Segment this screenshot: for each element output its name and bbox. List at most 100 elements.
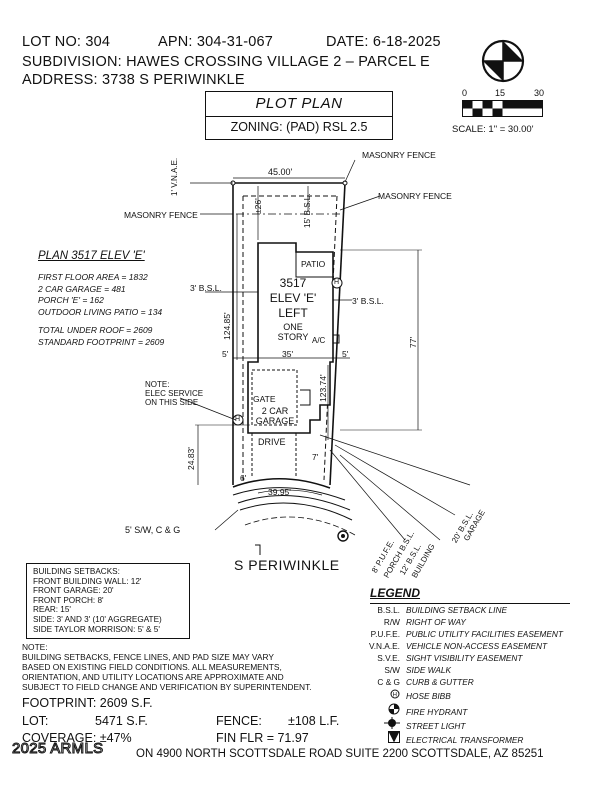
legend-value: PUBLIC UTILITY FACILITIES EASEMENT — [406, 629, 563, 639]
setback-line: FRONT BUILDING WALL: 12' — [33, 576, 142, 586]
legend-value: BUILDING SETBACK LINE — [406, 605, 507, 615]
legend-value: RIGHT OF WAY — [406, 617, 466, 627]
masonry-fence-label: MASONRY FENCE — [362, 150, 436, 160]
north-arrow-icon — [481, 39, 525, 83]
setbacks-box: BUILDING SETBACKS: FRONT BUILDING WALL: … — [26, 563, 190, 639]
patio-label: PATIO — [301, 259, 326, 269]
legend-row: ELECTRICAL TRANSFORMER — [340, 731, 523, 745]
legend-key: H — [340, 689, 400, 701]
street-name: S PERIWINKLE — [234, 557, 340, 573]
legend-value: SIGHT VISIBILITY EASEMENT — [406, 653, 523, 663]
masonry-fence-label: MASONRY FENCE — [378, 191, 452, 201]
coverage-label: COVERAGE: ±47% — [22, 731, 132, 745]
setbacks-text: BUILDING SETBACKS: FRONT BUILDING WALL: … — [27, 564, 189, 634]
masonry-fence-label: MASONRY FENCE — [124, 210, 198, 220]
legend-title: LEGEND — [370, 586, 421, 600]
garage-label: GARAGE — [255, 416, 295, 426]
plan-info-line: OUTDOOR LIVING PATIO = 134 — [38, 306, 163, 317]
garage-label: 2 CAR — [261, 406, 289, 416]
six-dim: 6' — [240, 473, 247, 483]
hose-bibb-icon: H — [390, 689, 400, 699]
curb-line — [239, 502, 353, 521]
title-box: PLOT PLAN — [205, 91, 393, 117]
house-story-label: ONE — [283, 322, 303, 332]
setback-line: SIDE: 3' AND 3' (10' AGGREGATE) — [33, 614, 162, 624]
legend-key: P.U.F.E. — [370, 629, 400, 639]
hose-bibb-icon — [331, 277, 343, 289]
setback-line: SIDE TAYLOR MORRISON: 5' & 5' — [33, 624, 160, 634]
legend-row: FIRE HYDRANT — [340, 703, 467, 717]
elec-note-line: ELEC SERVICE — [145, 389, 204, 398]
sidewalk-line-1 — [232, 487, 346, 501]
scale-tick-15: 15 — [495, 88, 506, 98]
legend-row: P.U.F.E. PUBLIC UTILITY FACILITIES EASEME… — [340, 629, 563, 639]
legend-value: HOSE BIBB — [406, 691, 451, 701]
plan-info-total: TOTAL UNDER ROOF = 2609 — [38, 325, 153, 335]
front-dim: 24.83' — [186, 447, 196, 470]
setback-line: FRONT GARAGE: 20' — [33, 586, 114, 596]
subdivision: SUBDIVISION: HAWES CROSSING VILLAGE 2 – … — [22, 54, 430, 70]
fire-hydrant-icon — [255, 544, 261, 555]
hose-bibb-label: H — [334, 279, 340, 286]
legend-key: V.N.A.E. — [368, 641, 400, 651]
drive-label: DRIVE — [258, 437, 286, 447]
legend-key: S/W — [384, 665, 400, 675]
electrical-transformer-icon — [388, 731, 400, 743]
note-line: BUILDING SETBACKS, FENCE LINES, AND PAD … — [22, 652, 274, 662]
plan-info-lines: FIRST FLOOR AREA = 1832 2 CAR GARAGE = 4… — [38, 272, 162, 318]
legend-row: STREET LIGHT — [340, 717, 465, 731]
watermark: 2025 ARMLS — [11, 740, 104, 758]
scale-label: SCALE: 1" = 30.00' — [452, 124, 534, 135]
address: ADDRESS: 3738 S PERIWINKLE — [22, 72, 245, 88]
note-line: ORIENTATION, AND UTILITY LOCATIONS ARE A… — [22, 672, 284, 682]
fence-label: FENCE: — [216, 714, 262, 728]
scale-tick-30: 30 — [534, 88, 545, 98]
note-line: BASED ON EXISTING FIELD CONDITIONS. ALL … — [22, 662, 282, 672]
sidewalk-label: 5' S/W, C & G — [125, 525, 181, 535]
rear-setback-dim: ±26' — [253, 198, 263, 214]
note-title: NOTE: — [22, 642, 48, 652]
house-story-label: STORY — [277, 332, 309, 342]
house-hand-label: LEFT — [278, 306, 308, 320]
lot-depth-left: 124.85' — [222, 312, 232, 340]
legend-key: B.S.L. — [377, 605, 400, 615]
legend-key: R/W — [383, 617, 400, 627]
scale-tick-0: 0 — [462, 88, 468, 98]
legend-key: S.V.E. — [377, 653, 400, 663]
setback-line: REAR: 15' — [33, 605, 71, 615]
legend-row: B.S.L. BUILDING SETBACK LINE — [340, 605, 507, 615]
builder-address: ON 4900 NORTH SCOTTSDALE ROAD SUITE 2200… — [136, 748, 544, 760]
elec-note-line: NOTE: — [145, 380, 170, 389]
lot-area-label: LOT: — [22, 714, 49, 728]
lot-area-value: 5471 S.F. — [95, 714, 148, 728]
right-bsl-label: 3' B.S.L. — [352, 296, 384, 306]
garage-outline — [251, 369, 298, 426]
legend-value: FIRE HYDRANT — [406, 707, 468, 717]
elec-note: NOTE: ELEC SERVICE ON THIS SIDE — [145, 380, 203, 407]
plan-info-totals: TOTAL UNDER ROOF = 2609 STANDARD FOOTPRI… — [38, 325, 164, 348]
apn: APN: 304-31-067 — [158, 34, 274, 50]
vnae-label: 1' V.N.A.E. — [170, 157, 179, 196]
house-depth-dim: 77' — [408, 336, 418, 348]
legend-key — [340, 717, 400, 731]
setback-line: FRONT PORCH: 8' — [33, 595, 104, 605]
zoning-box: ZONING: (PAD) RSL 2.5 — [205, 116, 393, 140]
plan-info-line: FIRST FLOOR AREA = 1832 — [38, 272, 148, 282]
legend-row: H HOSE BIBB — [340, 689, 451, 701]
legend-key — [340, 703, 400, 717]
legend-divider — [370, 603, 570, 604]
legend-row: S/W SIDE WALK — [340, 665, 451, 675]
hose-bibb-icon — [232, 414, 244, 426]
frontage-dim: 39.95' — [268, 487, 291, 497]
legend-value: SIDE WALK — [406, 665, 452, 675]
ac-unit-icon — [332, 334, 340, 344]
house-width-dim: 35' — [282, 349, 294, 359]
fence-value: ±108 L.F. — [288, 714, 340, 728]
setbacks-title: BUILDING SETBACKS: — [33, 567, 120, 576]
left-bsl-label: 3' B.S.L. — [190, 283, 222, 293]
date: DATE: 6-18-2025 — [326, 34, 441, 50]
svg-text:H: H — [393, 693, 397, 699]
rear-bsl-label: 15' B.S.L. — [303, 193, 312, 228]
